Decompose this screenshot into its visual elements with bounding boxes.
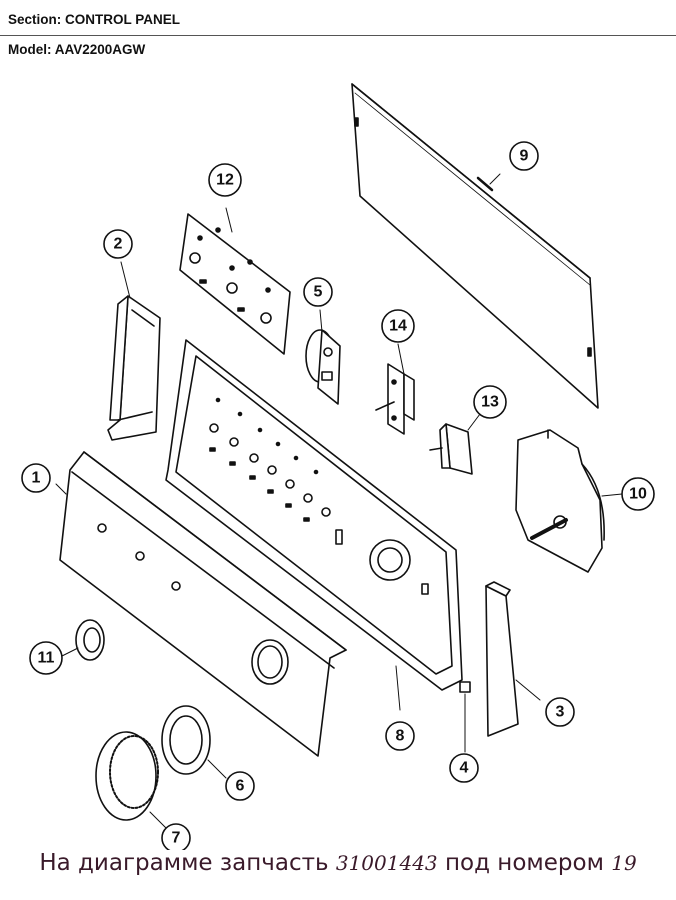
part-13-rotary-switch: [429, 413, 481, 475]
callout-label: 14: [389, 318, 407, 335]
header-divider: [0, 35, 676, 36]
section-title: Section: CONTROL PANEL: [8, 12, 181, 27]
callout-circles: [21, 141, 655, 850]
part-2-left-bracket: [107, 261, 161, 441]
part-number: 31001443: [335, 851, 438, 875]
part-9-rear-panel: [351, 83, 599, 409]
part-6-knob-skirt: [161, 705, 227, 779]
part-12-circuit-board: [179, 207, 291, 355]
callout-label: 1: [32, 470, 41, 487]
callout-label: 4: [460, 760, 469, 777]
part-3-right-bracket: [485, 581, 541, 737]
model-label: Model: AAV2200AGW: [8, 42, 146, 57]
callout-labels: 1 2 3 4 5 6 7 8 9 10 11 12 13 14: [32, 148, 647, 847]
callout-label: 2: [114, 236, 123, 253]
part-7-timer-knob: [95, 731, 171, 833]
part-4-clip: [459, 681, 471, 753]
part-11-knob: [61, 619, 105, 661]
caption-text-middle: под номером: [437, 850, 612, 876]
callout-label: 13: [481, 394, 499, 411]
part-14-terminal-block: [375, 343, 415, 435]
callout-label: 6: [236, 778, 245, 795]
callout-label: 5: [314, 284, 323, 301]
callout-label: 8: [396, 728, 405, 745]
exploded-parts-diagram: 1 2 3 4 5 6 7 8 9 10 11 12 13 14: [21, 83, 655, 850]
callout-label: 12: [216, 172, 234, 189]
part-1-front-panel: [55, 451, 347, 757]
callout-label: 11: [38, 650, 55, 667]
callout-label: 9: [520, 148, 529, 165]
part-8-console-housing: [165, 339, 463, 711]
caption-text-start: На диаграмме запчасть: [39, 850, 336, 876]
callout-label: 7: [172, 830, 181, 847]
part-5-switch: [305, 309, 341, 405]
callout-label: 3: [556, 704, 565, 721]
callout-reference: 19: [611, 851, 637, 875]
callout-label: 10: [629, 486, 647, 503]
caption: На диаграмме запчасть 31001443 под номер…: [0, 850, 676, 876]
part-10-timer: [515, 429, 623, 573]
